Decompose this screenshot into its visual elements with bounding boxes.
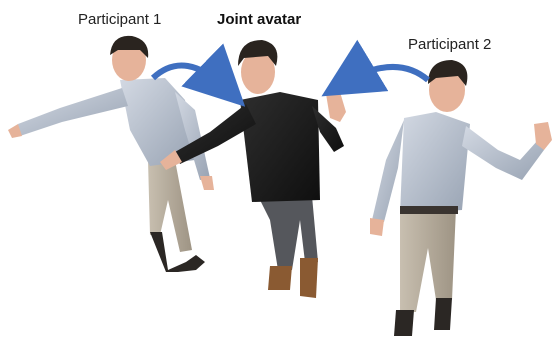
participant-2-label: Participant 2 (408, 36, 492, 53)
participant-2-figure (370, 60, 552, 336)
joint-avatar-label: Joint avatar (217, 11, 302, 28)
arrow-participant2-to-avatar (321, 39, 430, 97)
participant-1-label: Participant 1 (78, 11, 162, 28)
participant-1-figure (8, 35, 214, 272)
joint-avatar-figure (160, 40, 346, 298)
arrow-participant1-to-avatar (150, 43, 246, 107)
